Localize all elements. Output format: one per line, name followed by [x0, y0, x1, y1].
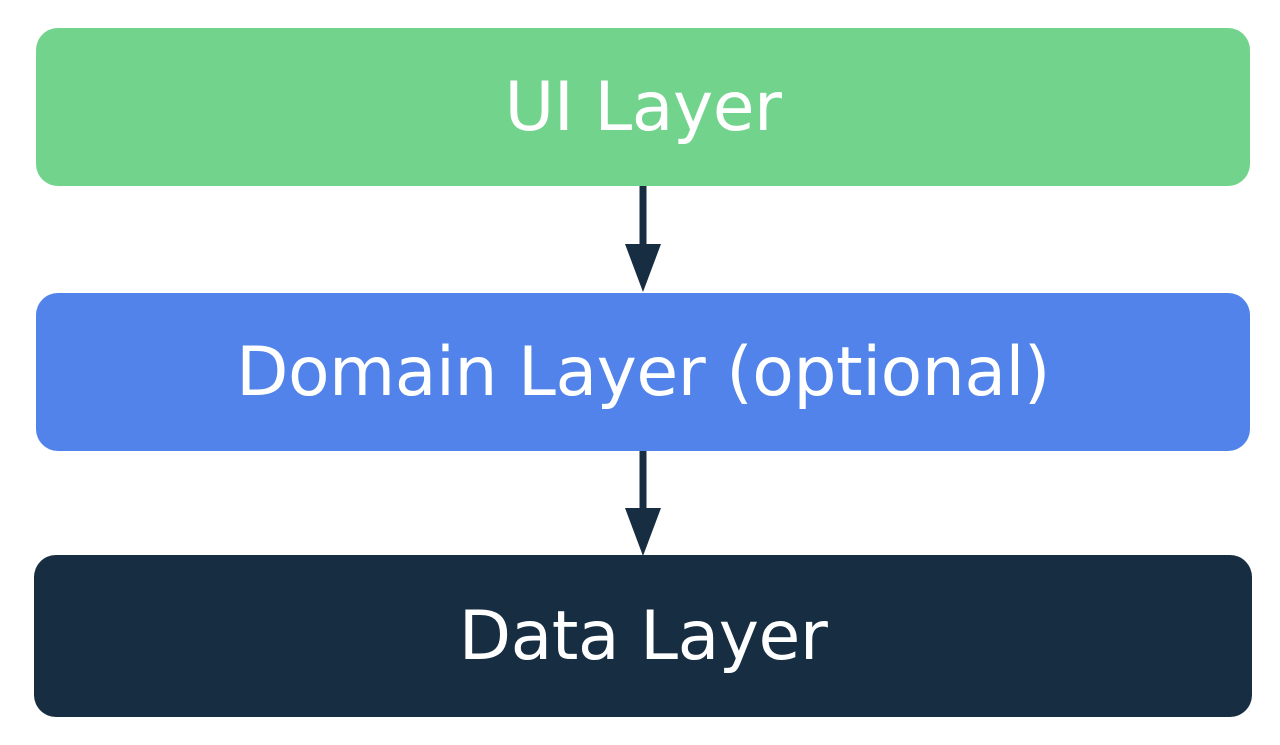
ui-layer-box: UI Layer [36, 28, 1250, 186]
arrow-domain-to-data-head [625, 508, 661, 556]
arrow-ui-to-domain-head [625, 244, 661, 292]
domain-layer-label: Domain Layer (optional) [236, 332, 1050, 412]
domain-layer-box: Domain Layer (optional) [36, 293, 1250, 451]
data-layer-label: Data Layer [458, 596, 828, 676]
arrow-ui-to-domain [625, 186, 661, 292]
ui-layer-label: UI Layer [504, 67, 782, 147]
data-layer-box: Data Layer [34, 555, 1252, 717]
arrow-domain-to-data [625, 451, 661, 556]
